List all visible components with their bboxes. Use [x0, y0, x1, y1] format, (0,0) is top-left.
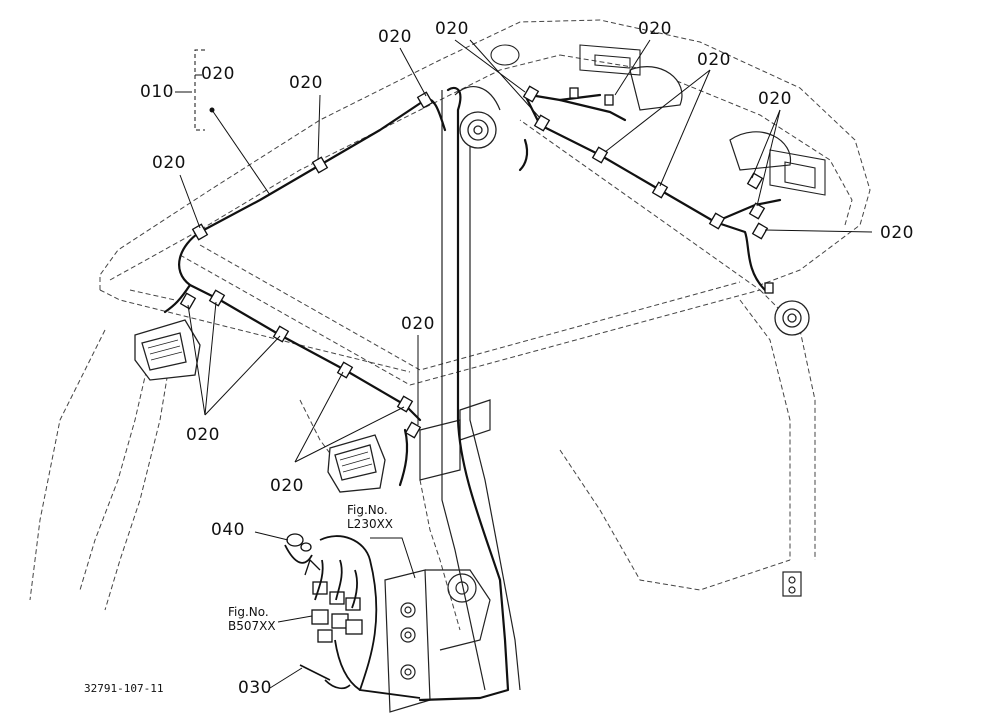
figure-reference-code: L230XX — [347, 517, 394, 531]
figure-reference-l230: Fig.No. L230XX — [347, 503, 393, 531]
part-label-020-i: 020 — [880, 223, 914, 243]
catalog-number: 32791-107-11 — [84, 682, 164, 695]
front-right-work-lamp — [327, 434, 386, 493]
harness-clamps — [179, 85, 774, 439]
part-label-030: 030 — [238, 678, 272, 698]
beacon-lamp — [629, 66, 792, 171]
part-label-020-j: 020 — [401, 314, 435, 334]
part-label-020-a: 020 — [201, 64, 235, 84]
rear-pillar — [419, 86, 521, 691]
cab-pillars — [29, 289, 816, 631]
cab-roof-outline — [99, 19, 871, 386]
cable-tie-030 — [299, 664, 351, 690]
part-label-020-g: 020 — [758, 89, 792, 109]
figure-reference-code: B507XX — [228, 619, 276, 633]
part-label-020-f: 020 — [697, 50, 731, 70]
figure-reference-title: Fig.No. — [347, 503, 388, 517]
rear-left-work-lamp — [459, 111, 497, 149]
bolt-040 — [286, 533, 312, 552]
part-label-020-k: 020 — [186, 425, 220, 445]
part-label-040: 040 — [211, 520, 245, 540]
part-label-020-c: 020 — [378, 27, 412, 47]
part-label-020-b: 020 — [289, 73, 323, 93]
front-left-work-lamp — [134, 319, 201, 381]
rear-bracket — [782, 571, 802, 597]
leader-dot — [209, 107, 215, 113]
figure-reference-b507: Fig.No. B507XX — [228, 605, 276, 633]
rear-right-work-lamp — [774, 300, 810, 336]
roof-lamp-housings — [490, 44, 826, 196]
lower-bracket — [384, 569, 491, 713]
figure-reference-title: Fig.No. — [228, 605, 269, 619]
part-label-010: 010 — [140, 82, 174, 102]
relay-wires — [284, 535, 421, 699]
part-label-020-e: 020 — [638, 19, 672, 39]
part-label-020-l: 020 — [270, 476, 304, 496]
leader-lines — [175, 39, 873, 689]
part-label-020-h: 020 — [152, 153, 186, 173]
part-label-020-d: 020 — [435, 19, 469, 39]
